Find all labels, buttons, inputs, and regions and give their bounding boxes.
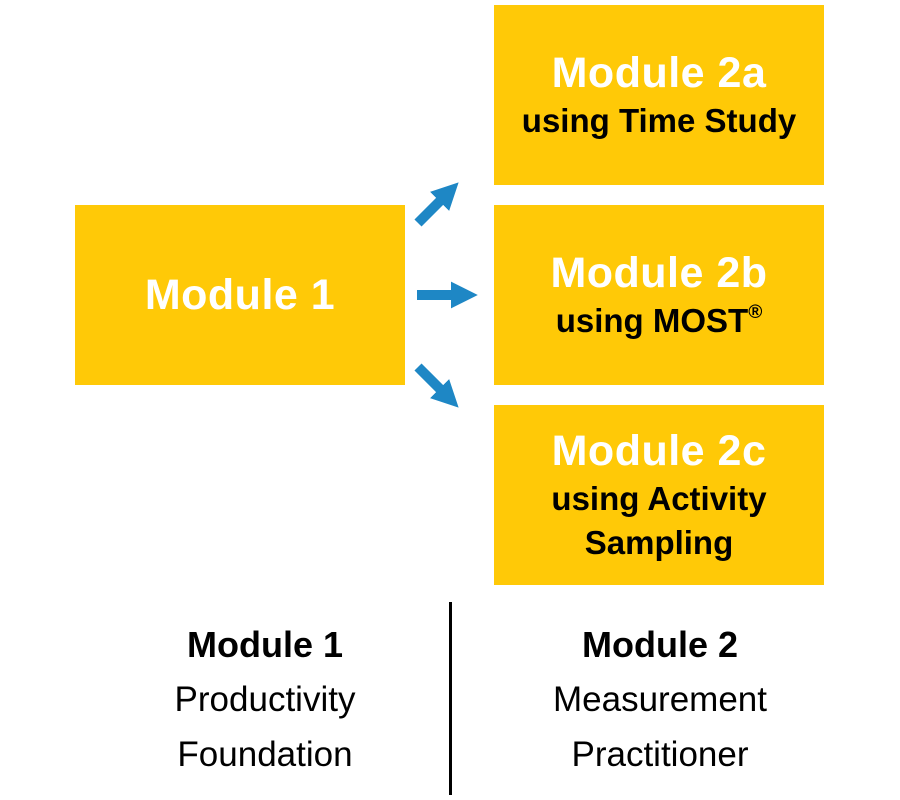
module1-box: Module 1 xyxy=(75,205,405,385)
module2a-box-subtitle: using Time Study xyxy=(522,99,796,143)
module2b-box-title: Module 2b xyxy=(550,249,768,297)
legend-module2: Module 2 Measurement Practitioner xyxy=(455,617,865,782)
module2b-box: Module 2b using MOST® xyxy=(494,205,824,385)
arrow-up-right-icon xyxy=(414,182,459,227)
legend-divider-line xyxy=(449,602,452,795)
legend-module2-heading: Module 2 xyxy=(581,624,738,665)
module2a-subtitle-text: using Time Study xyxy=(521,102,797,139)
module2b-box-subtitle: using MOST® xyxy=(556,299,763,343)
module2b-subtitle-text: using MOST xyxy=(555,302,749,339)
module2c-subtitle-text: using Activity Sampling xyxy=(551,480,767,561)
legend-module1: Module 1 Productivity Foundation xyxy=(75,617,455,782)
module2c-box-subtitle: using Activity Sampling xyxy=(508,477,810,565)
module1-box-title: Module 1 xyxy=(144,271,336,319)
module2c-box: Module 2c using Activity Sampling xyxy=(494,405,824,585)
flow-arrows xyxy=(414,182,478,408)
module2a-box-title: Module 2a xyxy=(551,49,767,97)
arrow-down-right-icon xyxy=(414,363,459,408)
legend-module2-line2: Practitioner xyxy=(571,735,749,774)
legend-module1-line2: Foundation xyxy=(177,735,353,774)
legend-module2-line1: Measurement xyxy=(553,680,767,719)
module2c-box-title: Module 2c xyxy=(551,427,767,475)
legend-module1-line1: Productivity xyxy=(174,680,356,719)
legend-module1-heading: Module 1 xyxy=(186,624,343,665)
module2a-box: Module 2a using Time Study xyxy=(494,5,824,185)
registered-trademark-symbol: ® xyxy=(748,302,763,323)
